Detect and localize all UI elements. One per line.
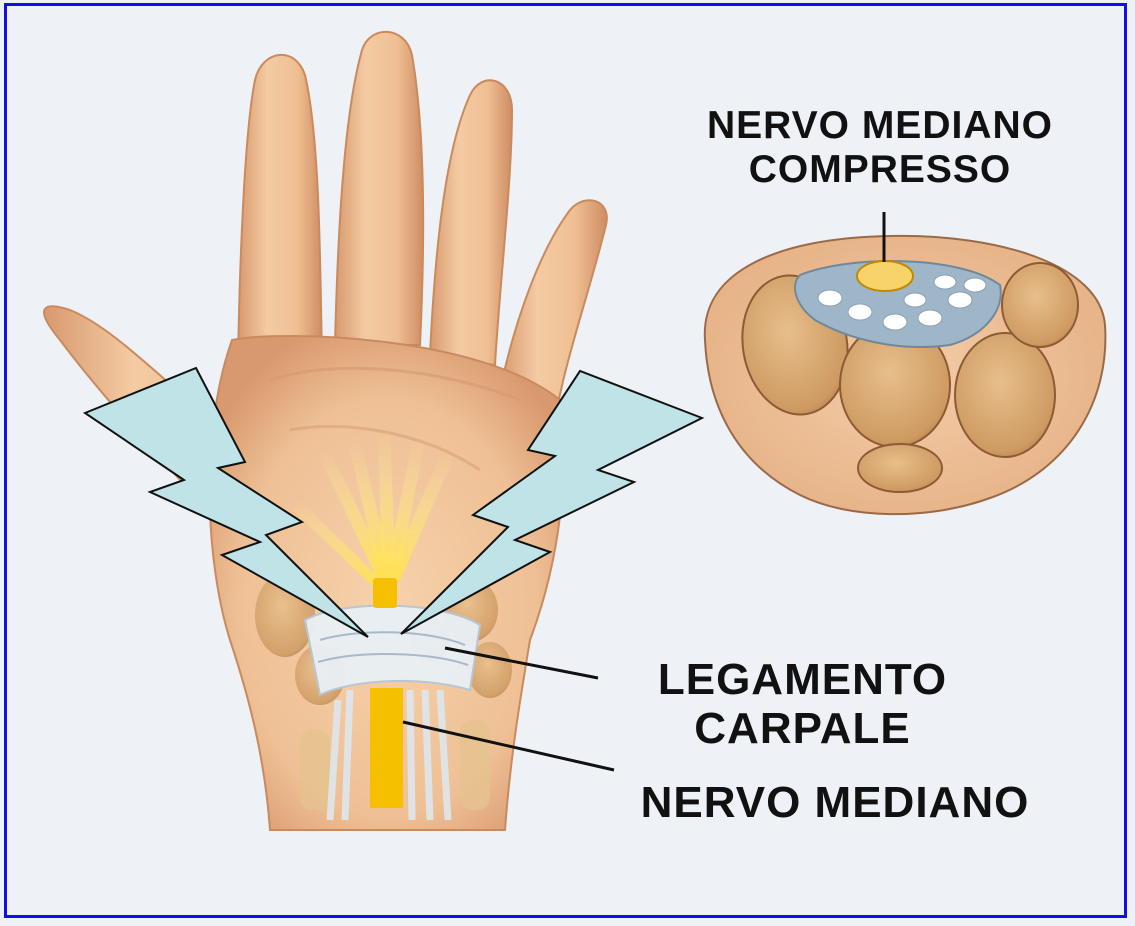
label-line-2: CARPALE	[625, 704, 980, 753]
label-median-nerve: NERVO MEDIANO	[605, 778, 1065, 827]
label-carpal-ligament: LEGAMENTO CARPALE	[625, 655, 980, 754]
label-line-1: NERVO MEDIANO	[705, 104, 1055, 148]
label-compressed-median-nerve: NERVO MEDIANO COMPRESSO	[705, 104, 1055, 191]
label-line-1: LEGAMENTO	[625, 655, 980, 704]
label-line-2: COMPRESSO	[705, 148, 1055, 192]
